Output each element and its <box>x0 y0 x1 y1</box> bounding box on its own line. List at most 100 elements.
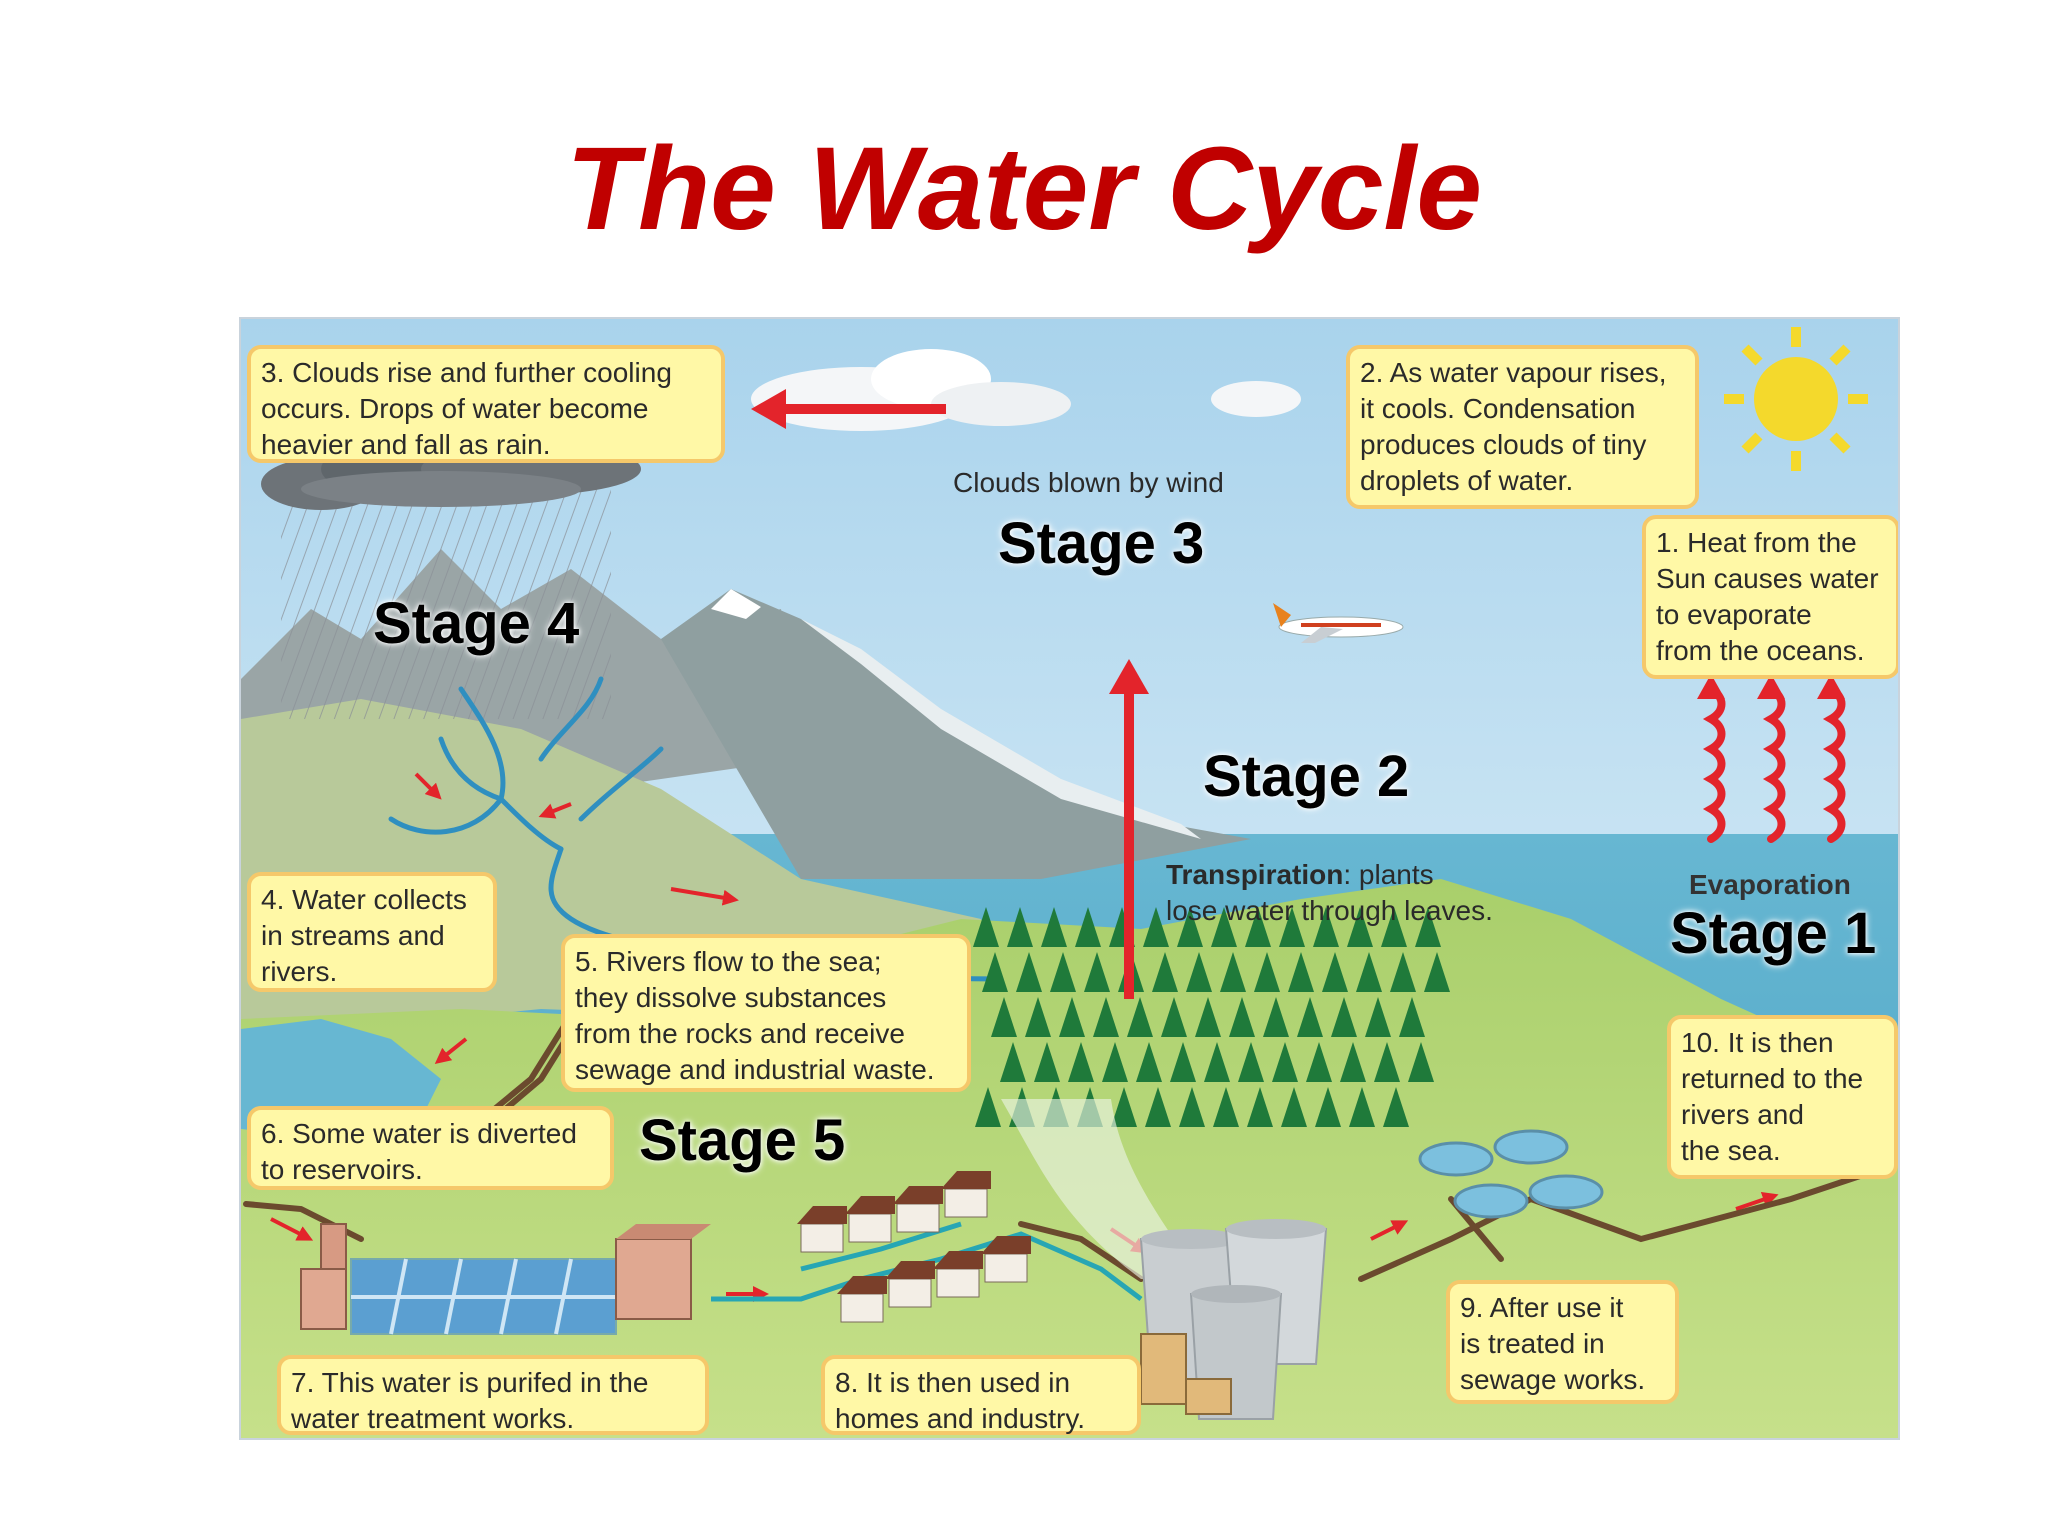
tree-icon <box>1195 997 1221 1037</box>
slide-title: The Water Cycle <box>566 123 1482 255</box>
big-arrows <box>751 389 1149 999</box>
tree-icon <box>1177 907 1203 947</box>
tree-icon <box>1238 1042 1264 1082</box>
tree-icon <box>1075 907 1101 947</box>
tree-icon <box>1050 952 1076 992</box>
water-treatment-works <box>300 1223 711 1335</box>
tree-icon <box>1349 1087 1375 1127</box>
tree-icon <box>1093 997 1119 1037</box>
house-icon <box>933 1251 983 1298</box>
tree-icon <box>1229 997 1255 1037</box>
tree-icon <box>1000 1042 1026 1082</box>
tree-icon <box>1179 1087 1205 1127</box>
tree-icon <box>1016 952 1042 992</box>
sun-icon <box>1724 327 1868 471</box>
tree-icon <box>1041 907 1067 947</box>
tree-icon <box>1204 1042 1230 1082</box>
tree-icon <box>1247 1087 1273 1127</box>
airplane-icon <box>1273 603 1404 643</box>
tree-icon <box>1288 952 1314 992</box>
white-clouds <box>751 349 1301 431</box>
tree-icon <box>1340 1042 1366 1082</box>
callout-step-6: 6. Some water is diverted to reservoirs. <box>247 1106 614 1190</box>
house-icon <box>941 1171 991 1218</box>
tree-icon <box>1306 1042 1332 1082</box>
tree-icon <box>1381 907 1407 947</box>
rain-clouds <box>261 439 641 719</box>
evaporation-label: Evaporation <box>1689 869 1851 900</box>
tree-icon <box>1143 907 1169 947</box>
tree-icon <box>1297 997 1323 1037</box>
tree-icon <box>1111 1087 1137 1127</box>
tree-icon <box>1424 952 1450 992</box>
tree-icon <box>1313 907 1339 947</box>
tree-icon <box>1186 952 1212 992</box>
tree-icon <box>1331 997 1357 1037</box>
evaporation-squiggle <box>1762 685 1786 843</box>
evaporation-arrowhead <box>1757 674 1785 699</box>
tree-icon <box>1068 1042 1094 1082</box>
tree-icon <box>1245 907 1271 947</box>
evaporation-arrows <box>1697 674 1846 843</box>
tree-icon <box>1145 1087 1171 1127</box>
tree-icon <box>1152 952 1178 992</box>
tree-icon <box>1272 1042 1298 1082</box>
house-icon <box>981 1236 1031 1283</box>
tree-icon <box>975 1087 1001 1127</box>
tree-icon <box>1059 997 1085 1037</box>
tree-icon <box>1365 997 1391 1037</box>
stage-2-label: Stage 2 <box>1203 744 1410 809</box>
house-icon <box>893 1186 943 1233</box>
tree-icon <box>1254 952 1280 992</box>
houses <box>797 1171 1031 1323</box>
callout-step-4: 4. Water collects in streams and rivers. <box>247 872 497 992</box>
tree-icon <box>1220 952 1246 992</box>
tree-icon <box>1374 1042 1400 1082</box>
tree-icon <box>991 997 1017 1037</box>
tree-icon <box>1408 1042 1434 1082</box>
water-cycle-diagram: 3. Clouds rise and further cooling occur… <box>239 317 1900 1440</box>
evaporation-squiggle <box>1702 685 1726 843</box>
power-station <box>1139 1219 1328 1420</box>
tree-icon <box>1213 1087 1239 1127</box>
tree-icon <box>1390 952 1416 992</box>
callout-step-7: 7. This water is purifed in the water tr… <box>277 1355 709 1435</box>
tree-icon <box>1415 907 1441 947</box>
tree-icon <box>1322 952 1348 992</box>
tree-icon <box>1211 907 1237 947</box>
tree-icon <box>1315 1087 1341 1127</box>
evaporation-squiggle <box>1822 685 1846 843</box>
callout-step-1: 1. Heat from the Sun causes water to eva… <box>1642 515 1898 679</box>
tree-icon <box>1007 907 1033 947</box>
stage-3-label: Stage 3 <box>998 511 1205 576</box>
tree-icon <box>1102 1042 1128 1082</box>
clouds-blown-label: Clouds blown by wind <box>953 467 1224 498</box>
transpiration-term: Transpiration <box>1166 859 1344 890</box>
evaporation-arrowhead <box>1697 674 1725 699</box>
tree-icon <box>1399 997 1425 1037</box>
callout-step-9: 9. After use it is treated in sewage wor… <box>1446 1280 1679 1404</box>
tree-icon <box>1161 997 1187 1037</box>
callout-step-2: 2. As water vapour rises, it cools. Cond… <box>1346 345 1699 509</box>
tree-icon <box>973 907 999 947</box>
tree-icon <box>1281 1087 1307 1127</box>
callout-step-10: 10. It is then returned to the rivers an… <box>1667 1015 1898 1179</box>
tree-icon <box>1347 907 1373 947</box>
tree-icon <box>982 952 1008 992</box>
tree-icon <box>1025 997 1051 1037</box>
house-icon <box>845 1196 895 1243</box>
stage-1-label: Stage 1 <box>1670 901 1877 966</box>
house-icon <box>837 1276 887 1323</box>
tree-icon <box>1263 997 1289 1037</box>
house-icon <box>797 1206 847 1253</box>
transpiration-line2: lose water through leaves. <box>1166 895 1493 926</box>
forest <box>973 907 1450 1127</box>
tree-icon <box>1127 997 1153 1037</box>
stage-4-label: Stage 4 <box>373 591 580 656</box>
callout-step-3: 3. Clouds rise and further cooling occur… <box>247 345 725 463</box>
tree-icon <box>1383 1087 1409 1127</box>
tree-icon <box>1084 952 1110 992</box>
tree-icon <box>1170 1042 1196 1082</box>
tree-icon <box>1356 952 1382 992</box>
house-icon <box>885 1261 935 1308</box>
